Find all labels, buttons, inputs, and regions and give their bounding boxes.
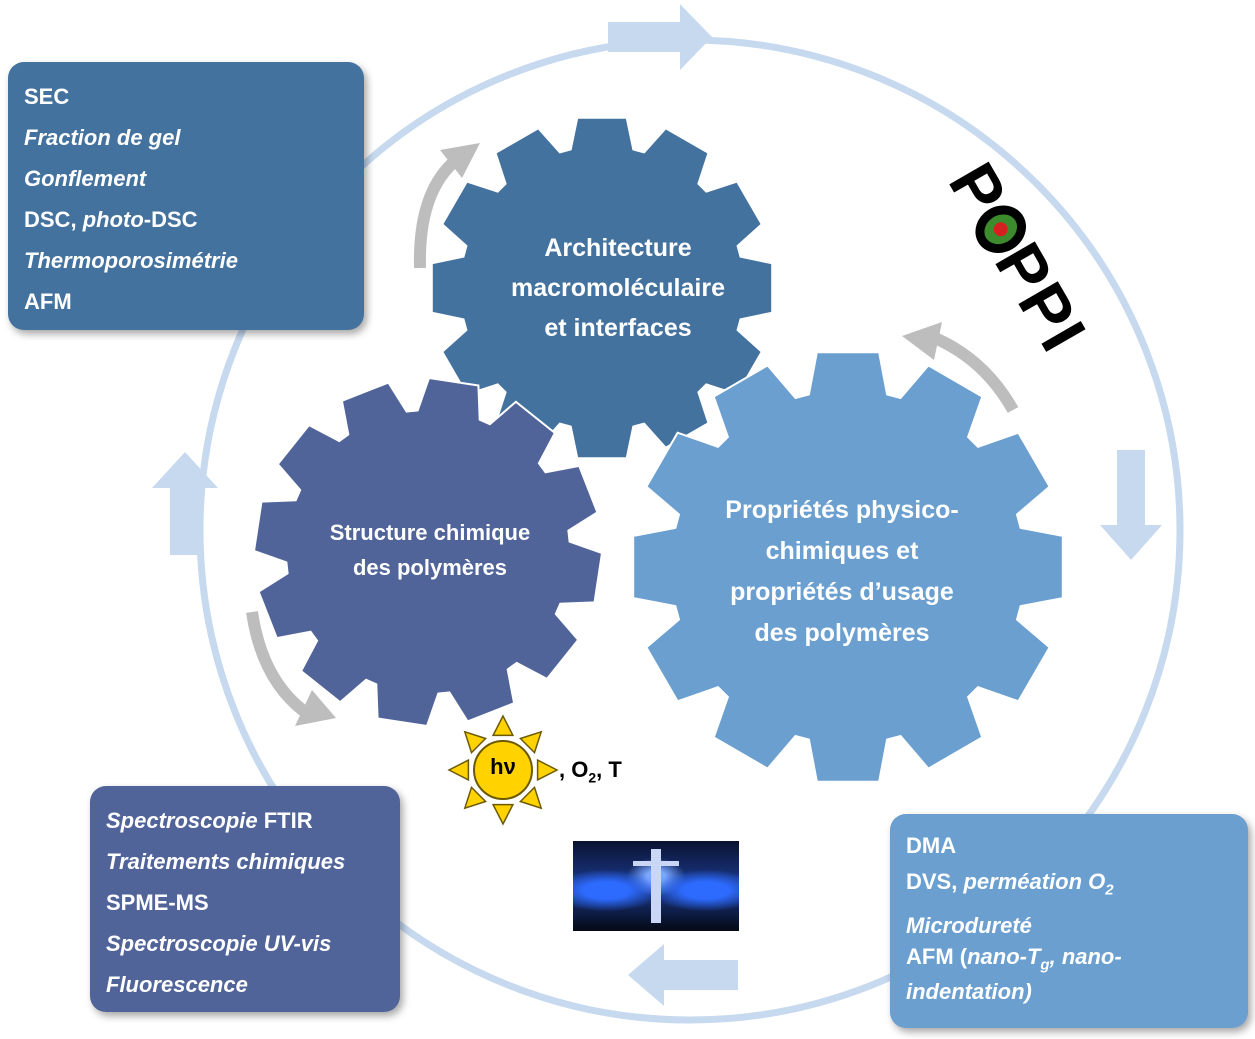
ring-arrow-left: [628, 944, 738, 1006]
gear-label-line: propriétés d’usage: [730, 578, 954, 606]
box-line-text: SEC: [24, 84, 70, 109]
gear-label-architecture: Architecture macromoléculaire et interface…: [468, 228, 768, 348]
sun-ray: [519, 786, 543, 810]
box-line-text: perméation O: [963, 869, 1106, 894]
box-line-text: Thermoporosimétrie: [24, 248, 238, 273]
box-line-text: SPME-MS: [106, 890, 209, 915]
sun-ray: [491, 803, 515, 826]
box-line-text: AFM: [24, 289, 72, 314]
box-line-text: AFM (: [906, 944, 968, 970]
box-line-text: g: [1040, 956, 1050, 974]
sun-ray: [519, 730, 543, 754]
ring-arrow-right: [608, 4, 712, 70]
box-line: DVS, perméation O2: [906, 864, 1232, 908]
box-line: indentation): [906, 979, 1232, 1005]
curved-arrow-right: [932, 332, 1019, 413]
conditions-label: , O2, T: [559, 757, 622, 786]
box-line-text: Fluorescence: [106, 972, 248, 997]
box-line-text: nano-T: [967, 944, 1041, 970]
box-line: Fluorescence: [106, 964, 384, 1005]
sun-ray: [536, 758, 559, 782]
box-line: AFM: [24, 281, 348, 322]
gear-label-structure: Structure chimique des polymères: [290, 515, 570, 585]
gear-architecture: [430, 116, 774, 460]
curved-arrow-top-head: [440, 143, 480, 178]
box-line: DMA: [906, 828, 1232, 864]
box-line-text: FTIR: [257, 808, 313, 833]
box-line: Thermoporosimétrie: [24, 240, 348, 281]
box-line: Traitements chimiques: [106, 841, 384, 882]
box-line: Microdureté: [906, 908, 1232, 944]
gear-label-line: macromoléculaire: [511, 274, 725, 302]
box-line-text: indentation): [906, 978, 1032, 1004]
sun-icon: [447, 714, 559, 826]
gear-label-line: des polymères: [754, 619, 930, 647]
gear-properties: [632, 351, 1064, 783]
photo-lamp-arm: [633, 861, 679, 866]
sun-ray: [447, 758, 470, 782]
box-line-text: DMA: [906, 833, 957, 858]
gear-label-line: Structure chimique: [329, 520, 531, 545]
curved-arrow-left: [246, 611, 309, 717]
box-line: Fraction de gel: [24, 117, 348, 158]
gears-group: [252, 116, 1064, 783]
box-line: Gonflement: [24, 158, 348, 199]
sun-ray: [491, 714, 515, 737]
box-line-text: Microdureté: [906, 913, 1032, 939]
curved-arrow-top: [413, 155, 461, 269]
box-line-text: Gonflement: [24, 166, 147, 191]
curved-arrow-right-head: [902, 322, 942, 360]
gear-structure: [252, 376, 604, 728]
curved-arrow-left-head: [295, 690, 336, 726]
box-line-text: 2: [1105, 881, 1114, 899]
box-line: Spectroscopie FTIR: [106, 800, 384, 841]
gear-label-line: des polymères: [352, 555, 508, 580]
curved-arrows-group: [246, 143, 1019, 726]
uv-lamp-photo: [573, 841, 739, 931]
box-line-text: Spectroscopie UV-vis: [106, 931, 332, 956]
box-line: AFM (nano-Tg, nano-: [906, 944, 1232, 978]
outer-cycle-ring: [152, 4, 1184, 1024]
sun-disc: [473, 740, 533, 800]
box-line: SPME-MS: [106, 882, 384, 923]
gear-label-properties: Propriétés physico-chimiques et propriété…: [682, 490, 1002, 654]
box-line-text: , nano-: [1049, 944, 1122, 970]
gear-label-line: Architecture: [544, 234, 692, 262]
box-line-text: DVS,: [906, 869, 964, 894]
photo-lamp-stand: [651, 849, 661, 923]
sun-ray: [463, 730, 487, 754]
box-line-text: photo: [82, 207, 144, 232]
sun-ray: [463, 786, 487, 810]
box-line: Spectroscopie UV-vis: [106, 923, 384, 964]
box-line-text: -DSC: [143, 207, 198, 232]
ring-arrow-down: [1100, 450, 1162, 560]
box-line-text: Fraction de gel: [24, 125, 181, 150]
gear-label-line: et interfaces: [544, 314, 692, 342]
box-line-text: DSC,: [24, 207, 83, 232]
box-line: SEC: [24, 76, 348, 117]
gear-label-line: Propriétés physico-: [725, 496, 959, 524]
sun-label: hν: [490, 754, 516, 779]
ring-arrow-up: [152, 452, 218, 555]
box-line: DSC, photo-DSC: [24, 199, 348, 240]
box-line-text: Spectroscopie: [106, 808, 258, 833]
gear-label-line: chimiques et: [765, 537, 919, 565]
box-line-text: Traitements chimiques: [106, 849, 346, 874]
